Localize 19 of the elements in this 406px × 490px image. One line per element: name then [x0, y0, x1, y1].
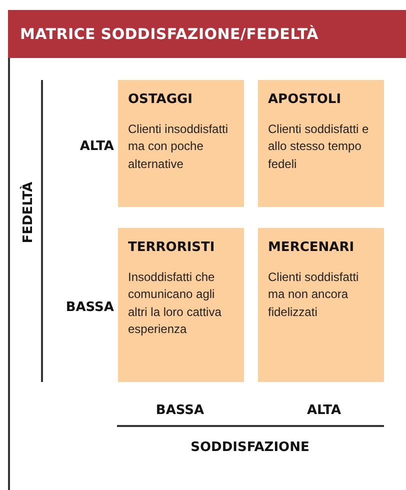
quadrant-heading: APOSTOLI [268, 92, 342, 107]
title: MATRICE SODDISFAZIONE/FEDELTÀ [20, 25, 318, 43]
quadrant-description: Clienti soddisfatti e allo stesso tempo fedeli [268, 121, 370, 173]
quadrant-description: Clienti soddisfatti ma non ancora fidelizzati [268, 269, 360, 321]
quadrant-box [258, 228, 384, 382]
quadrant-description: Insoddisfatti che comunicano agli altri la loro cattiva esperienza [128, 269, 222, 338]
quadrant-box [118, 228, 244, 382]
axis-title: SODDISFAZIONE [190, 440, 310, 455]
axis-title: FEDELTÀ [21, 182, 36, 244]
axis-label: BASSA [64, 300, 114, 315]
axis-label: ALTA [78, 139, 114, 154]
quadrant-box [258, 80, 384, 207]
quadrant-description: Clienti insoddisfatti ma con poche alternative [128, 121, 230, 173]
quadrant-heading: TERRORISTI [128, 240, 216, 255]
quadrant-heading: OSTAGGI [128, 92, 194, 107]
quadrant-heading: MERCENARI [268, 240, 356, 255]
quadrant-box [118, 80, 244, 207]
axis-label: ALTA [306, 403, 342, 418]
axis-label: BASSA [154, 403, 206, 418]
